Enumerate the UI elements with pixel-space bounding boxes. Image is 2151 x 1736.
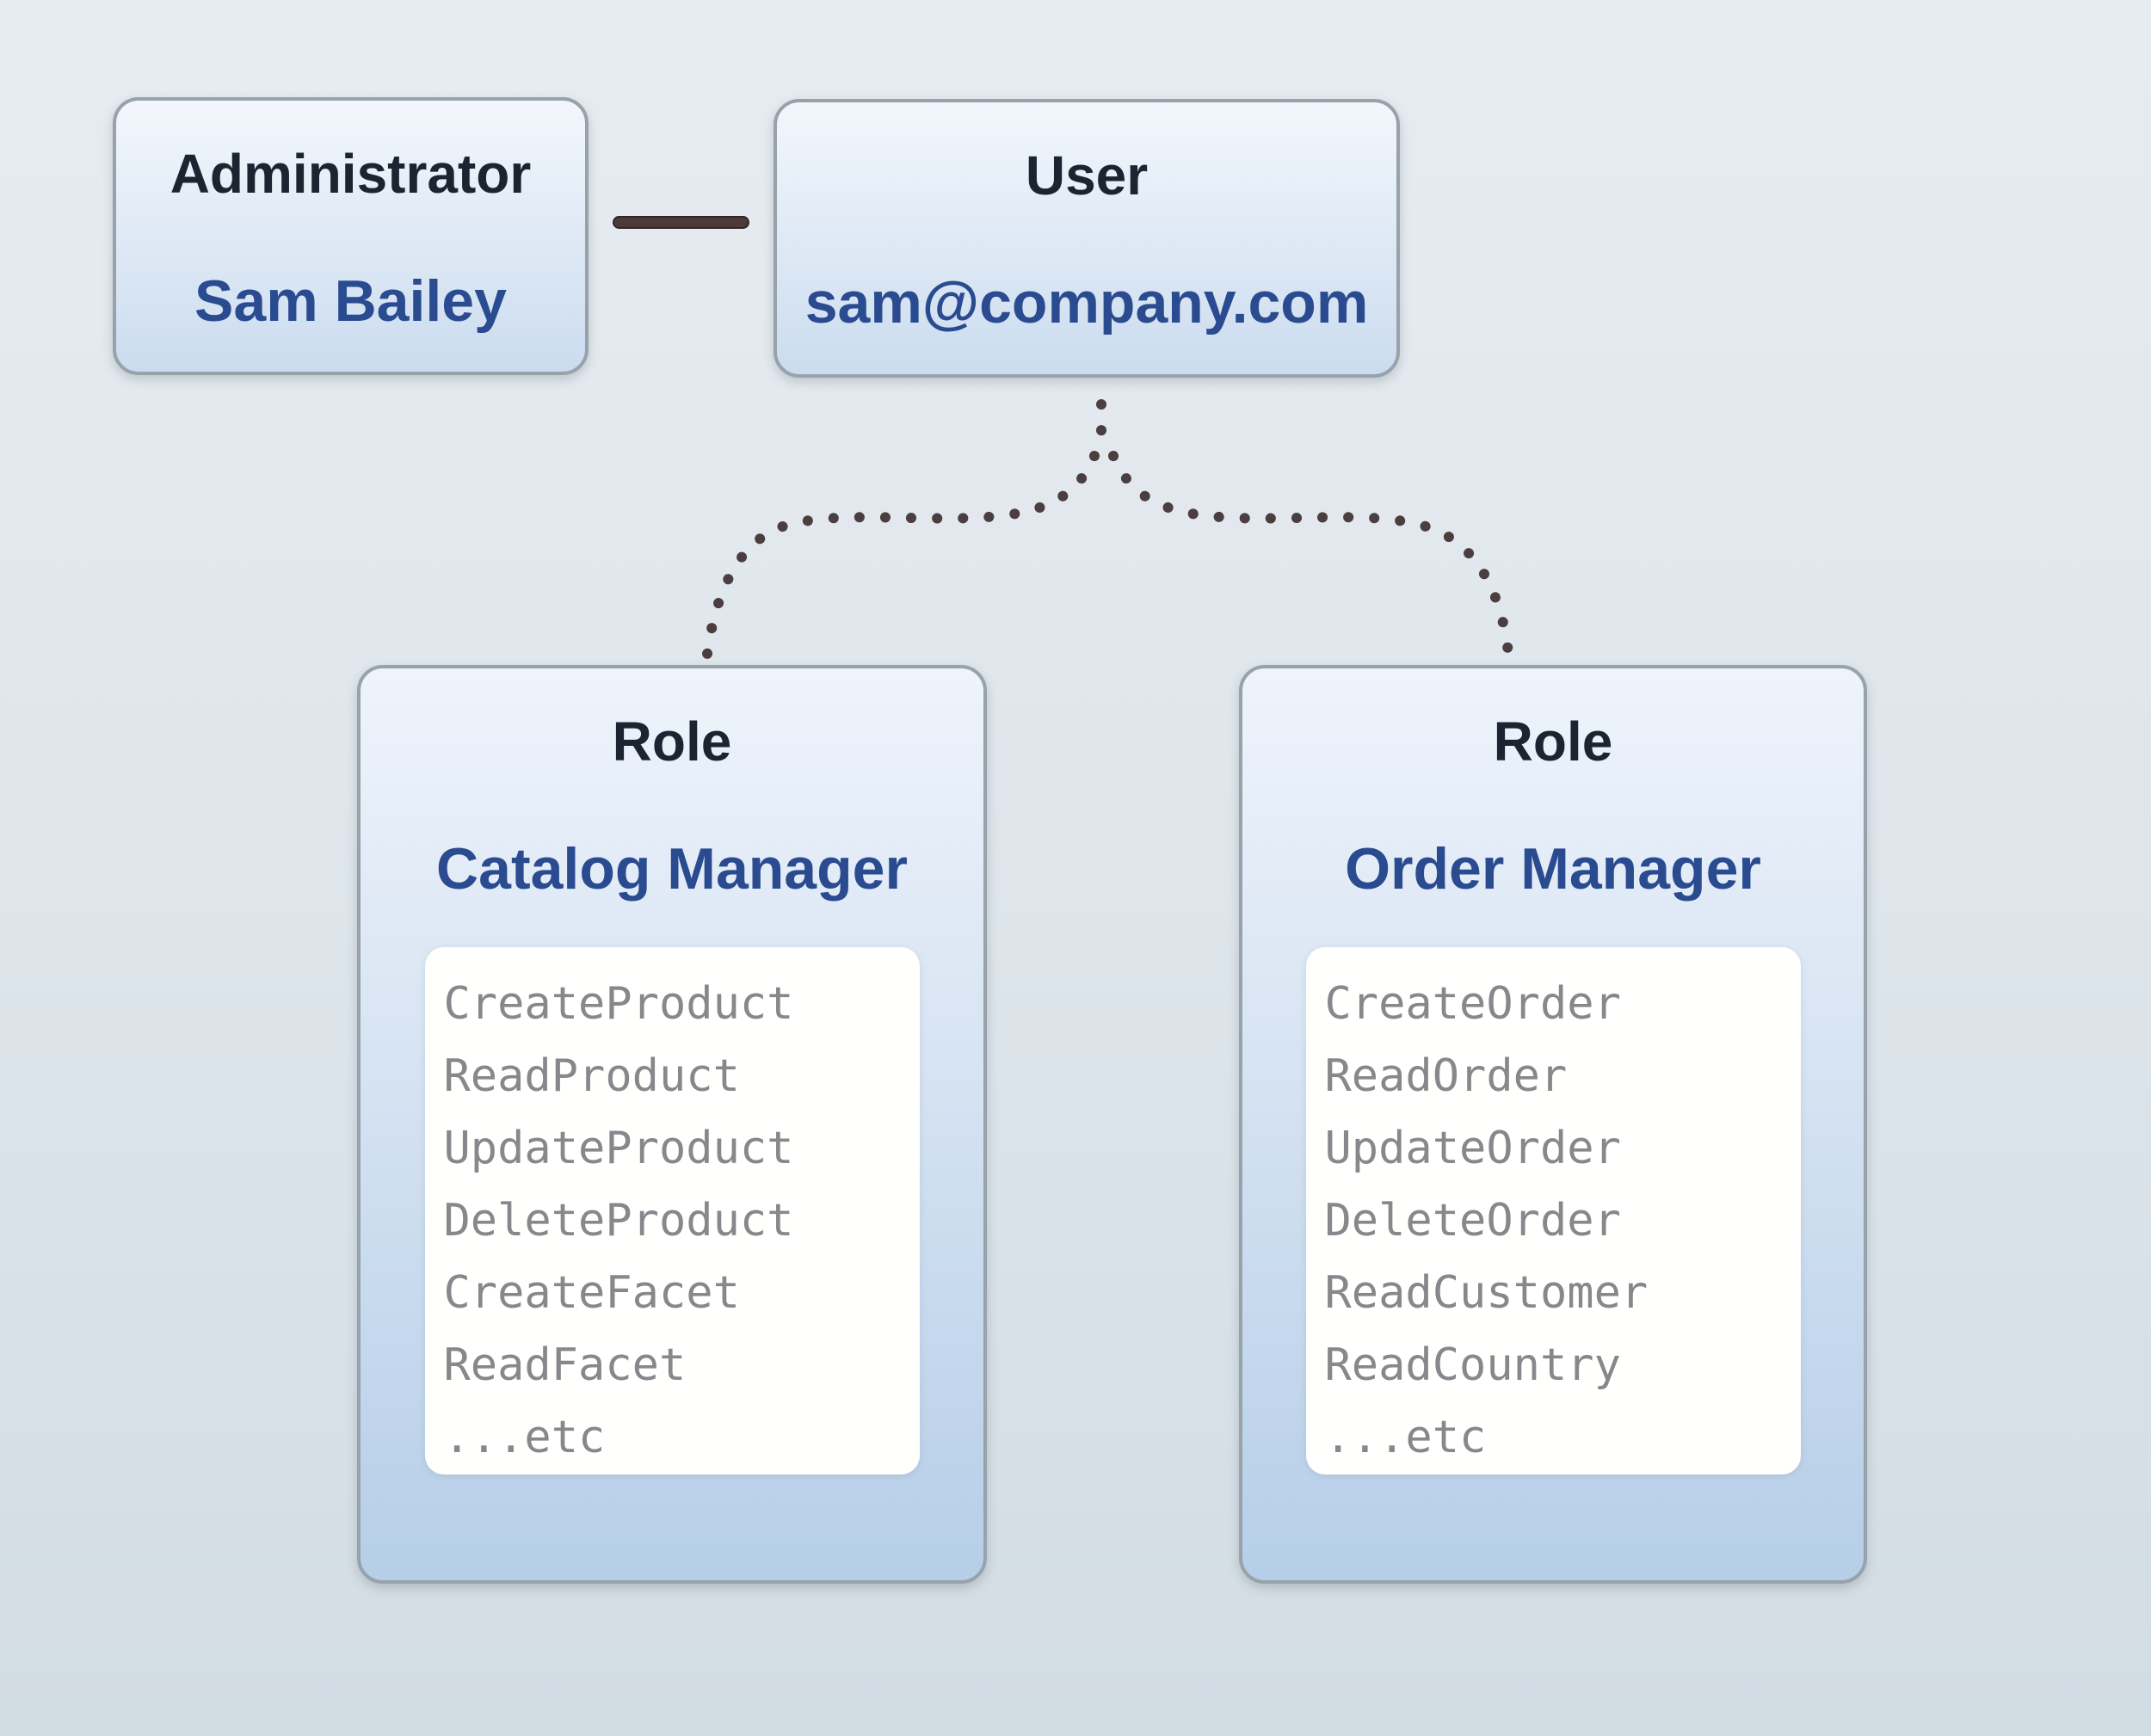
administrator-name: Sam Bailey (194, 268, 507, 334)
permission-item: CreateProduct (443, 978, 794, 1030)
permission-item: UpdateProduct (443, 1123, 794, 1174)
permission-item: ReadCountry (1324, 1339, 1621, 1391)
permission-item: CreateFacet (443, 1267, 740, 1319)
administrator-card-title: Administrator (169, 143, 532, 205)
permission-item: ReadFacet (443, 1339, 687, 1391)
permission-item: ReadProduct (443, 1050, 740, 1102)
role-card-title: Role (1493, 711, 1613, 773)
permission-item: ReadCustomer (1324, 1267, 1649, 1319)
permission-item: DeleteOrder (1324, 1195, 1621, 1247)
permission-item: ReadOrder (1324, 1050, 1568, 1102)
role-name-order-manager: Order Manager (1345, 836, 1761, 902)
administrator-card: Administrator Sam Bailey (113, 97, 589, 375)
permission-item: UpdateOrder (1324, 1123, 1621, 1174)
permission-item: DeleteProduct (443, 1195, 794, 1247)
permission-item: CreateOrder (1324, 978, 1621, 1030)
role-card-title: Role (612, 711, 732, 773)
role-name-catalog-manager: Catalog Manager (436, 836, 908, 902)
user-card-title: User (1025, 145, 1149, 206)
user-card: User sam@company.com (773, 99, 1400, 378)
permission-list-catalog: CreateProduct ReadProduct UpdateProduct … (424, 947, 920, 1474)
role-card-catalog-manager: Role Catalog Manager CreateProduct ReadP… (357, 665, 987, 1584)
permission-item: ...etc (443, 1412, 606, 1463)
role-card-order-manager: Role Order Manager CreateOrder ReadOrder… (1239, 665, 1867, 1584)
permission-item: ...etc (1324, 1412, 1487, 1463)
user-email: sam@company.com (804, 270, 1369, 336)
user-role-connector-right (1108, 451, 1514, 666)
permission-list-order: CreateOrder ReadOrder UpdateOrder Delete… (1305, 947, 1801, 1474)
admin-user-link-line (613, 216, 749, 229)
user-role-connector-left (701, 451, 1100, 666)
